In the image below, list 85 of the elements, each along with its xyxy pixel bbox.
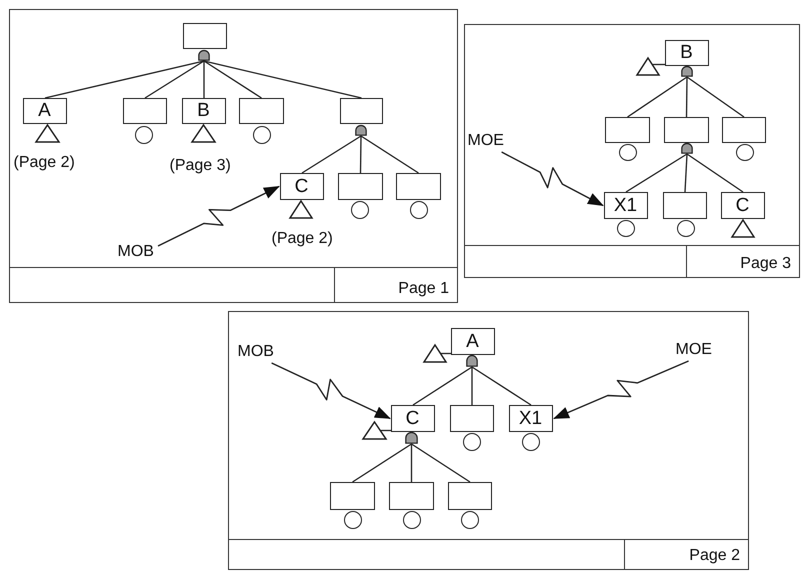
event-box [340, 98, 382, 124]
connector-line [203, 61, 205, 98]
pointer-arrow [553, 360, 689, 420]
connector-line [652, 64, 665, 66]
event-box: A [450, 328, 494, 354]
gate-symbol [198, 50, 210, 60]
gate-symbol [466, 354, 478, 366]
event-box [722, 116, 766, 142]
gate-symbol [404, 432, 418, 444]
connector-line [686, 76, 744, 118]
page-reference: (Page 2) [272, 230, 333, 248]
basic-event-circle [676, 220, 694, 236]
connector-line [352, 443, 412, 483]
connector-line [627, 76, 688, 118]
event-box [396, 172, 440, 200]
connector-line [412, 366, 472, 406]
page-reference: (Page 3) [170, 156, 231, 174]
event-box [388, 482, 434, 510]
basic-event-circle [252, 126, 270, 144]
basic-event-circle [410, 200, 428, 218]
event-box [182, 22, 226, 48]
connector-line [472, 366, 532, 406]
marker-label: MOB [118, 242, 154, 262]
basic-event-circle [616, 220, 634, 236]
page-frame [228, 311, 749, 570]
marker-label: MOE [468, 132, 504, 152]
basic-event-circle [522, 432, 540, 450]
event-box: B [664, 40, 708, 66]
page-frame [464, 24, 800, 278]
event-box: X1 [508, 404, 552, 432]
event-box: C [390, 404, 434, 432]
gate-symbol [680, 66, 692, 76]
basic-event-circle [350, 200, 368, 218]
connector-line [302, 135, 362, 174]
page-number: Page 2 [689, 547, 740, 565]
event-box [330, 482, 374, 510]
transfer-triangle [362, 420, 386, 440]
connector-line [441, 352, 451, 354]
gate-symbol [680, 142, 692, 154]
connector-line [44, 60, 204, 99]
page-number: Page 3 [740, 255, 791, 273]
gate-symbol [354, 124, 366, 136]
event-box [338, 172, 382, 200]
pointer-arrow [158, 186, 280, 247]
event-box [662, 192, 706, 218]
basic-event-circle [462, 432, 480, 450]
event-box [450, 404, 494, 432]
transfer-triangle [636, 56, 660, 76]
pointer-arrow [501, 151, 604, 206]
connector-line [204, 60, 362, 99]
marker-label: MOE [676, 340, 712, 360]
connector-line [360, 136, 362, 173]
connector-line [360, 135, 419, 174]
basic-event-circle [736, 144, 754, 160]
event-box [448, 482, 492, 510]
event-box [238, 98, 284, 124]
transfer-triangle [730, 218, 754, 238]
page-reference: (Page 2) [14, 154, 75, 172]
connector-line [686, 77, 688, 117]
connector-line [144, 60, 204, 99]
basic-event-circle [618, 144, 636, 160]
event-box [122, 98, 166, 124]
pointer-arrow [271, 362, 391, 420]
event-box [604, 116, 650, 142]
marker-label: MOB [238, 342, 274, 362]
event-box [664, 116, 708, 142]
transfer-triangle [422, 344, 446, 362]
connector-line [204, 60, 262, 99]
connector-line [626, 153, 688, 193]
basic-event-circle [344, 510, 362, 528]
basic-event-circle [460, 510, 478, 528]
connector-line [380, 430, 391, 432]
transfer-triangle [288, 200, 312, 218]
connector-line [411, 443, 470, 483]
basic-event-circle [134, 126, 152, 144]
page-number: Page 1 [398, 280, 449, 298]
connector-line [410, 444, 412, 482]
connector-line [686, 153, 744, 193]
basic-event-circle [402, 510, 420, 528]
transfer-triangle [190, 124, 216, 142]
transfer-triangle [34, 124, 60, 142]
page-frame [9, 9, 458, 303]
event-box: X1 [604, 192, 648, 218]
connector-line [684, 154, 688, 192]
connector-line [471, 367, 473, 405]
